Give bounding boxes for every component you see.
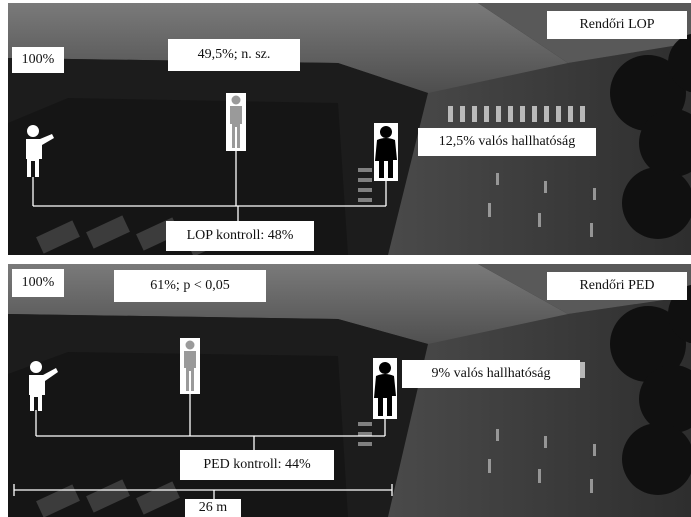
aerial-street-photo [8, 264, 691, 517]
pointing-officer-icon [26, 125, 54, 177]
far-listener-value: 9% valós hallhatóság [402, 360, 580, 388]
standing-person-black-icon [374, 123, 398, 181]
standing-person-black-icon [373, 358, 397, 419]
reference-level-label: 100% [12, 47, 64, 73]
reference-level-label: 100% [12, 269, 64, 297]
middle-listener-value: 49,5%; n. sz. [168, 39, 300, 71]
pointing-officer-icon [29, 361, 58, 411]
panel-ped: Rendőri PED 100% 61%; p < 0,05 9% valós … [8, 264, 691, 517]
standing-person-grey-icon [226, 93, 246, 151]
far-listener-value: 12,5% valós hallhatóság [418, 128, 596, 156]
panel-lop: Rendőri LOP 100% 49,5%; n. sz. 12,5% val… [8, 3, 691, 255]
panel-title: Rendőri LOP [547, 11, 687, 39]
panel-title: Rendőri PED [547, 272, 687, 300]
control-label: LOP kontroll: 48% [166, 221, 314, 251]
middle-listener-value: 61%; p < 0,05 [114, 270, 266, 302]
control-label: PED kontroll: 44% [180, 450, 334, 480]
distance-label: 26 m [185, 499, 241, 517]
standing-person-grey-icon [180, 338, 200, 394]
